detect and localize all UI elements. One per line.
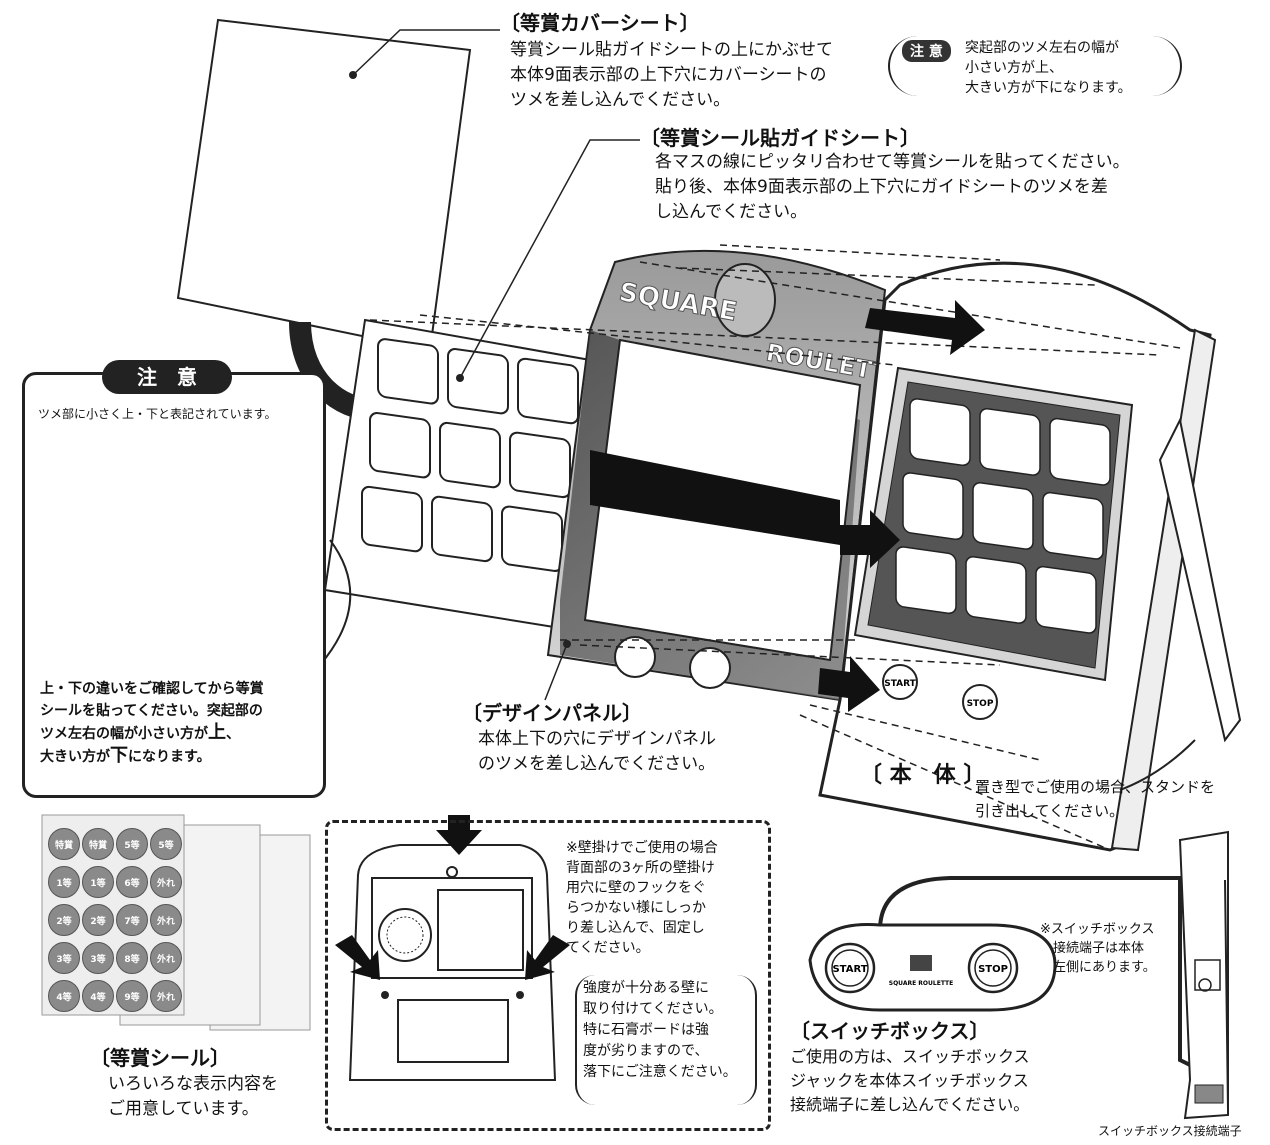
prize-sticker: 4等 [82,980,114,1012]
switch-box-illustration: START STOP SQUARE ROULETTE [808,830,1229,1120]
prize-sticker: 5等 [116,828,148,860]
prize-stickers-text: いろいろな表示内容を ご用意しています。 [108,1074,278,1119]
prize-sticker: 外れ [150,980,182,1012]
caution-top-text: 突起部のツメ左右の幅が 小さい方が上、 大きい方が下になります。 [965,40,1132,96]
insert-arrow-band [590,450,840,545]
prize-sticker: 2等 [82,904,114,936]
caution-text-part1: 上・下の違いをご確認してから等賞 シールを貼ってください。突起部の ツメ左右の幅… [40,681,264,742]
prize-sticker: 4等 [48,980,80,1012]
back-view-illustration [335,815,570,1081]
switch-stop-label: STOP [978,964,1008,975]
prize-sticker: 9等 [116,980,148,1012]
prize-sticker: 1等 [48,866,80,898]
prize-sticker: 6等 [116,866,148,898]
wall-warning-bracket [575,975,757,1105]
body-stop-label: STOP [967,699,994,709]
caution-text-part3: になります。 [128,749,211,765]
body-start-label: START [884,679,916,689]
prize-sticker: 特賞 [48,828,80,860]
caution-connector [319,539,352,666]
design-panel-title: 〔デザインパネル〕 [462,701,642,725]
caution-down-emphasis: 下 [110,745,128,766]
switch-logo: SQUARE ROULETTE [889,980,954,987]
stand-note: 置き型でご使用の場合、スタンドを 引き出してください。 [975,778,1216,820]
caution-box-title: 注 意 [102,360,232,394]
caution-bracket [888,36,1182,96]
switch-terminal-label: スイッチボックス接続端子 [1098,1124,1242,1138]
cover-sheet-text: 等賞シール貼ガイドシートの上にかぶせて 本体9面表示部の上下穴にカバーシートの … [510,40,833,110]
design-panel-text: 本体上下の穴にデザインパネル のツメを差し込んでください。 [478,729,716,774]
prize-sticker: 5等 [150,828,182,860]
caution-top-badge: 注 意 [902,40,951,62]
wall-mount-box [325,820,771,1131]
prize-sticker: 2等 [48,904,80,936]
switch-box-title: 〔スイッチボックス〕 [790,1019,990,1043]
switch-terminal-note: ※スイッチボックス 接続端子は本体 左側にあります。 [1040,922,1156,975]
prize-stickers-title: 〔等賞シール〕 [90,1046,230,1070]
prize-sticker: 3等 [82,942,114,974]
caution-box [22,372,326,798]
prize-sticker: 3等 [48,942,80,974]
cover-sheet-illustration [176,18,500,352]
prize-sticker: 外れ [150,904,182,936]
switch-start-label: START [832,964,867,975]
prize-sticker: 7等 [116,904,148,936]
wall-mount-warning: 強度が十分ある壁に 取り付けてください。 特に石膏ボードは強 度が劣りますので、… [583,980,737,1080]
main-body-illustration: START STOP [818,261,1242,852]
guide-sheet-text: 各マスの線にピッタリ合わせて等賞シールを貼ってください。 貼り後、本体9面表示部… [655,152,1130,222]
caution-box-bottom-text: 上・下の違いをご確認してから等賞 シールを貼ってください。突起部の ツメ左右の幅… [40,678,320,768]
prize-sticker: 1等 [82,866,114,898]
caution-up-emphasis: 上 [208,722,226,743]
guide-sheet-illustration [323,139,640,630]
switch-box-text: ご使用の方は、スイッチボックス ジャックを本体スイッチボックス 接続端子に差し込… [790,1047,1030,1114]
prize-sticker: 外れ [150,866,182,898]
prize-sticker: 8等 [116,942,148,974]
prize-sticker: 特賞 [82,828,114,860]
wall-mount-note: ※壁掛けでご使用の場合 背面部の3ヶ所の壁掛け 用穴に壁のフックをぐ らつかない… [566,840,718,956]
guide-sheet-title: 〔等賞シール貼ガイドシート〕 [640,126,920,150]
dashed-guide-lines [369,244,1181,851]
cover-sheet-title: 〔等賞カバーシート〕 [500,11,700,35]
caution-text-part2: 、 大きい方が [40,726,240,765]
arrow-icons [818,300,985,712]
caution-box-top-text: ツメ部に小さく上・下と表記されています。 [38,407,277,421]
prize-sticker: 外れ [150,942,182,974]
main-body-title: 〔 本 体 〕 [860,763,986,788]
